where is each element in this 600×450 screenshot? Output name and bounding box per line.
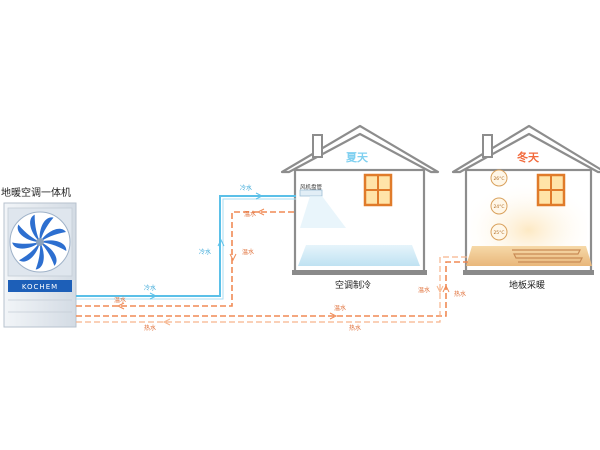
pipe-label-warm: 温水 bbox=[244, 210, 256, 218]
pipe-label-hot: 热水 bbox=[349, 324, 361, 332]
winter-house: 冬天 26°C 24°C 25°C 地板采暖 bbox=[451, 124, 600, 291]
svg-text:25°C: 25°C bbox=[493, 230, 504, 236]
summer-roof bbox=[280, 124, 440, 174]
arrow-left-icon bbox=[162, 318, 171, 326]
arrow-up-icon bbox=[217, 238, 225, 247]
unit-title: 地暖空调一体机 bbox=[1, 186, 71, 199]
temperature-badge: 24°C bbox=[490, 197, 508, 215]
winter-roof bbox=[451, 124, 600, 174]
summer-caption: 空调制冷 bbox=[335, 279, 371, 291]
winter-window bbox=[536, 173, 566, 207]
arrow-down-icon bbox=[229, 253, 237, 262]
winter-caption: 地板采暖 bbox=[509, 279, 545, 291]
arrow-right-icon bbox=[329, 312, 338, 320]
winter-season-label: 冬天 bbox=[517, 150, 540, 164]
svg-text:26°C: 26°C bbox=[493, 176, 504, 182]
cold-supply-pipe bbox=[76, 195, 296, 297]
warm-return-pipe-summer bbox=[76, 211, 296, 307]
winter-foundation bbox=[463, 270, 594, 275]
hot-supply-pipe bbox=[76, 261, 468, 317]
arrow-right-icon bbox=[149, 292, 158, 300]
pipe-label-warm: 温水 bbox=[418, 286, 430, 294]
pipe-label-warm: 温水 bbox=[334, 304, 346, 312]
temperature-badge: 25°C bbox=[490, 223, 508, 241]
pipe-label-warm: 温水 bbox=[242, 248, 254, 256]
temperature-badge: 26°C bbox=[490, 169, 508, 187]
pipe-label-cold: 冷水 bbox=[240, 184, 252, 192]
cool-air-flow bbox=[300, 196, 346, 228]
pipe-label-hot: 热水 bbox=[454, 290, 466, 298]
pipe-label-hot: 热水 bbox=[144, 324, 156, 332]
brand-plate bbox=[8, 280, 72, 292]
arrow-down-icon bbox=[436, 285, 444, 294]
summer-foundation bbox=[292, 270, 427, 275]
summer-window bbox=[363, 173, 393, 207]
pipe-label-warm: 温水 bbox=[114, 296, 126, 304]
summer-house: 夏天 风机盘管 空调制冷 bbox=[280, 124, 440, 291]
warm-return-pipe-winter bbox=[76, 256, 468, 323]
cool-floor-area bbox=[298, 245, 420, 266]
pipe-label-cold: 冷水 bbox=[199, 248, 211, 256]
winter-chimney bbox=[482, 134, 493, 158]
arrow-right-icon bbox=[255, 192, 264, 200]
brand-label: KOCHEM bbox=[22, 283, 58, 291]
arrow-left-icon bbox=[116, 302, 125, 310]
fan-coil-label: 风机盘管 bbox=[300, 183, 323, 191]
summer-chimney bbox=[312, 134, 323, 158]
heated-floor-area bbox=[466, 246, 592, 266]
summer-season-label: 夏天 bbox=[346, 151, 369, 164]
svg-text:24°C: 24°C bbox=[493, 204, 504, 210]
cold-supply-pipe-edge bbox=[76, 198, 296, 300]
arrow-left-icon bbox=[256, 208, 265, 216]
heat-pump-unit: 地暖空调一体机 KOCHEM bbox=[1, 186, 77, 328]
pipe-network: 冷水 冷水 冷水 温水 温水 温水 温水 温水 热水 热水 热水 bbox=[76, 184, 468, 332]
arrow-up-icon bbox=[442, 284, 450, 293]
fan-icon bbox=[9, 211, 71, 273]
floor-heating-coil bbox=[512, 249, 583, 263]
pipe-label-cold: 冷水 bbox=[144, 284, 156, 292]
